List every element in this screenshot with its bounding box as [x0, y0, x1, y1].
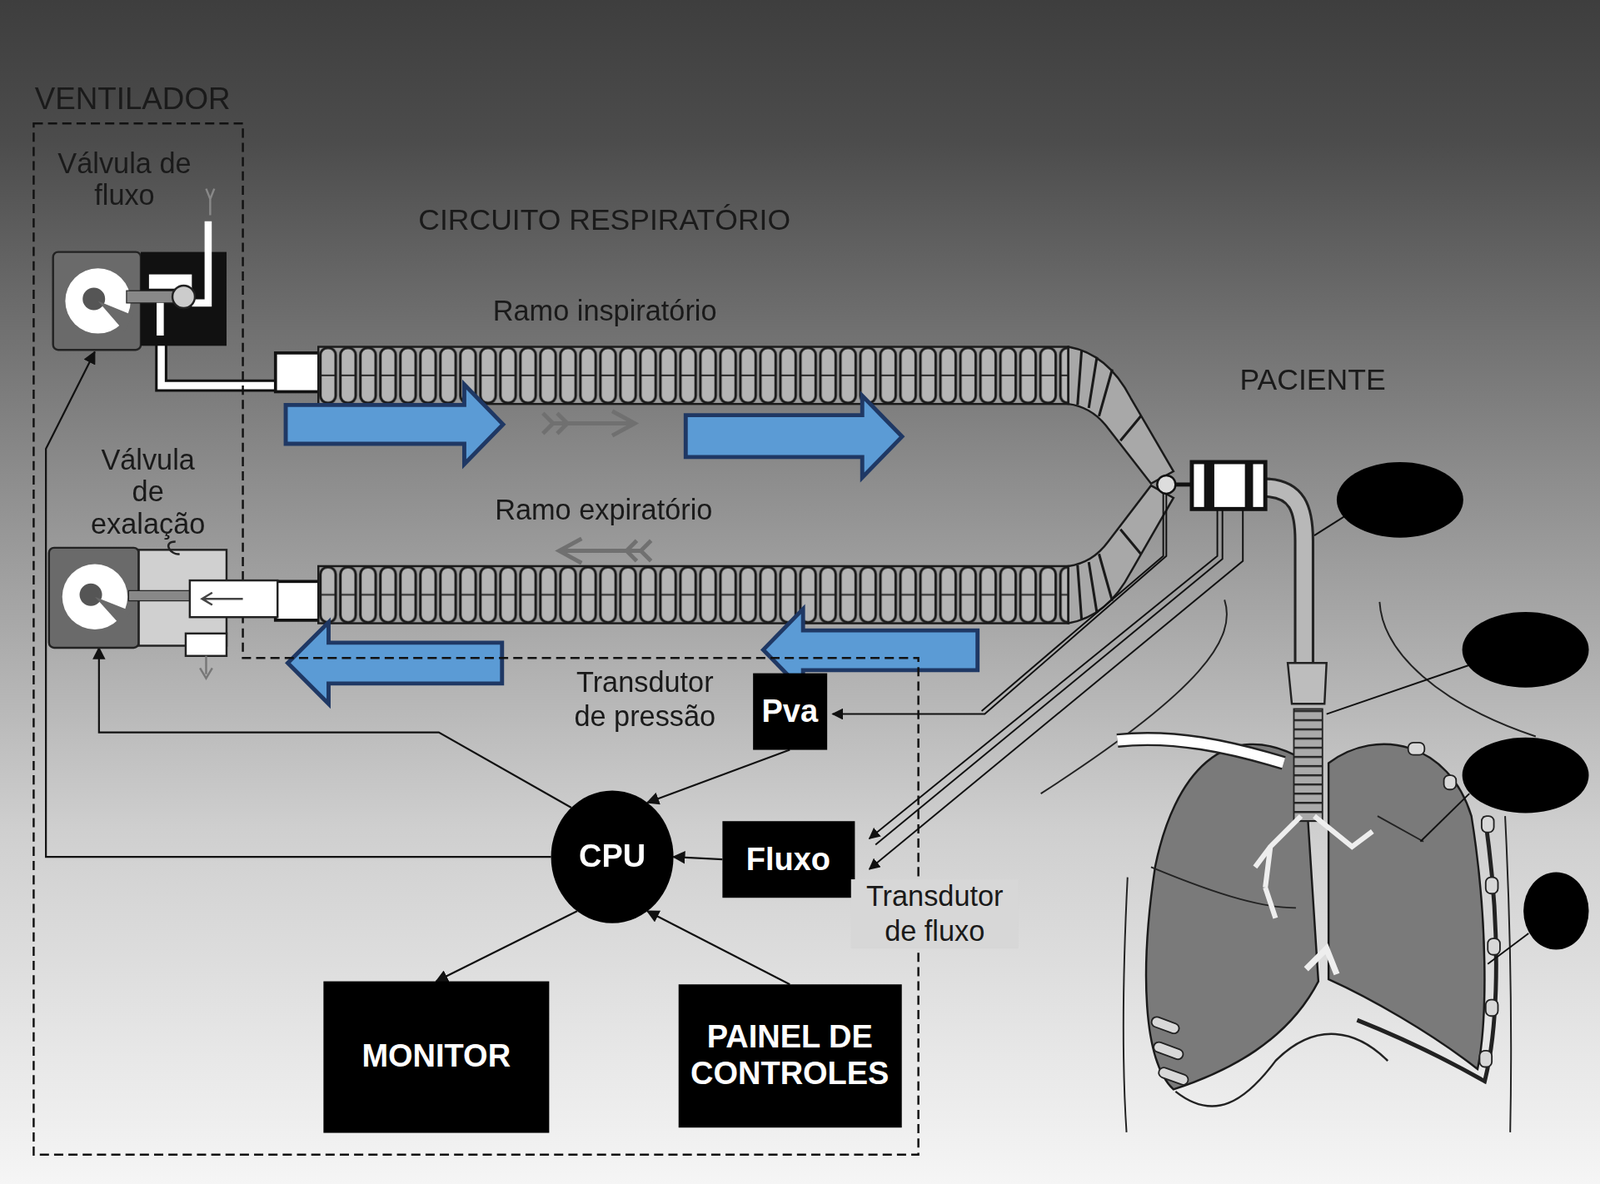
housing-heading: VENTILADOR	[34, 81, 231, 117]
box-label: Pva	[761, 693, 818, 731]
exhalation-valve: Válvula de exalação	[49, 443, 228, 648]
branch-label: Ramo inspiratório	[493, 294, 718, 329]
box-label: PAINEL DE CONTROLES	[684, 1019, 895, 1092]
branch-label: Ramo expiratório	[494, 493, 713, 528]
cpu-circle: CPU	[551, 790, 674, 923]
circuit-title: CIRCUITO RESPIRATÓRIO	[418, 202, 791, 239]
transducer-label: Transdutor de pressão	[558, 665, 731, 734]
pressure-transducer-box: Pva	[752, 673, 827, 751]
flow-valve: Válvula de fluxo	[53, 148, 227, 353]
flow-valve-graphic	[53, 252, 238, 365]
ventilator-housing: VENTILADORVálvula de fluxoVálvula de exa…	[32, 122, 918, 1157]
signal-connector	[647, 749, 790, 803]
signal-connector	[99, 647, 572, 808]
box-label: MONITOR	[361, 1038, 511, 1076]
control-panel-box: PAINEL DE CONTROLES	[678, 984, 902, 1128]
valve-label: Válvula de exalação	[81, 443, 215, 540]
box-label: CPU	[578, 838, 646, 876]
signal-connector	[45, 352, 551, 858]
valve-label: Válvula de fluxo	[53, 148, 197, 213]
flow-transducer-box: Fluxo	[722, 821, 854, 898]
exhalation-valve-graphic	[49, 548, 234, 661]
transducer-label: Transdutor de fluxo	[851, 879, 1019, 948]
patient-label: PACIENTE	[1240, 362, 1386, 399]
signal-connector	[673, 857, 723, 860]
signal-connector	[436, 911, 578, 982]
monitor-box: MONITOR	[323, 981, 549, 1133]
signal-connector	[647, 911, 790, 985]
box-label: Fluxo	[746, 841, 831, 878]
